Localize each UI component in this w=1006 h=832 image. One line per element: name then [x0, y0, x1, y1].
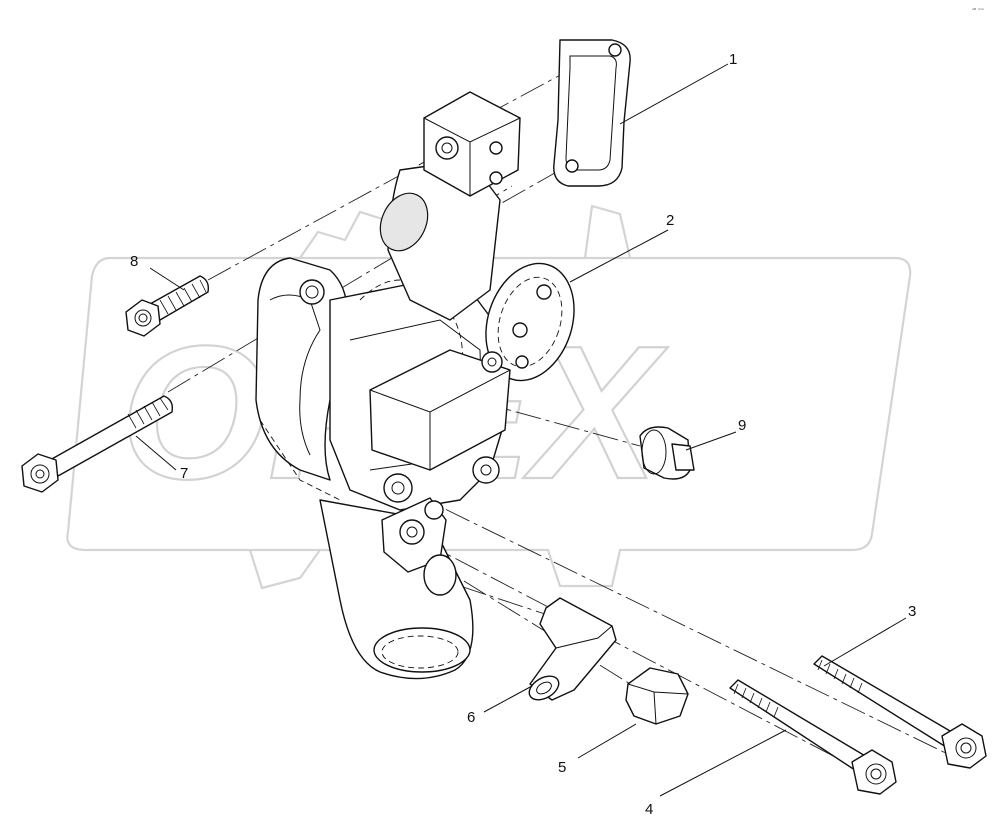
callout-labels: 1 2 3 4 5 6 7 8 9	[130, 51, 916, 818]
corner-mark: ᵃᴮ ᵐᵐ	[972, 8, 984, 14]
bolt-part-3	[813, 655, 987, 769]
housing-part	[255, 91, 575, 680]
callout-1: 1	[729, 51, 737, 68]
gasket-part	[553, 39, 631, 187]
callout-8: 8	[130, 253, 138, 270]
callout-5: 5	[558, 759, 566, 776]
callout-3: 3	[908, 603, 916, 620]
bolt-part-4	[729, 679, 897, 795]
bolt-part-8	[125, 275, 210, 337]
callout-2: 2	[666, 212, 674, 229]
square-plug-part-9	[639, 426, 695, 480]
callout-9: 9	[738, 417, 746, 434]
elbow-fitting-part-6	[528, 597, 617, 701]
callout-7: 7	[180, 465, 188, 482]
leader-lines	[135, 63, 907, 797]
bolt-part-7	[21, 395, 174, 493]
callout-4: 4	[645, 801, 653, 818]
callout-6: 6	[467, 709, 475, 726]
hex-plug-part-5	[625, 667, 689, 725]
